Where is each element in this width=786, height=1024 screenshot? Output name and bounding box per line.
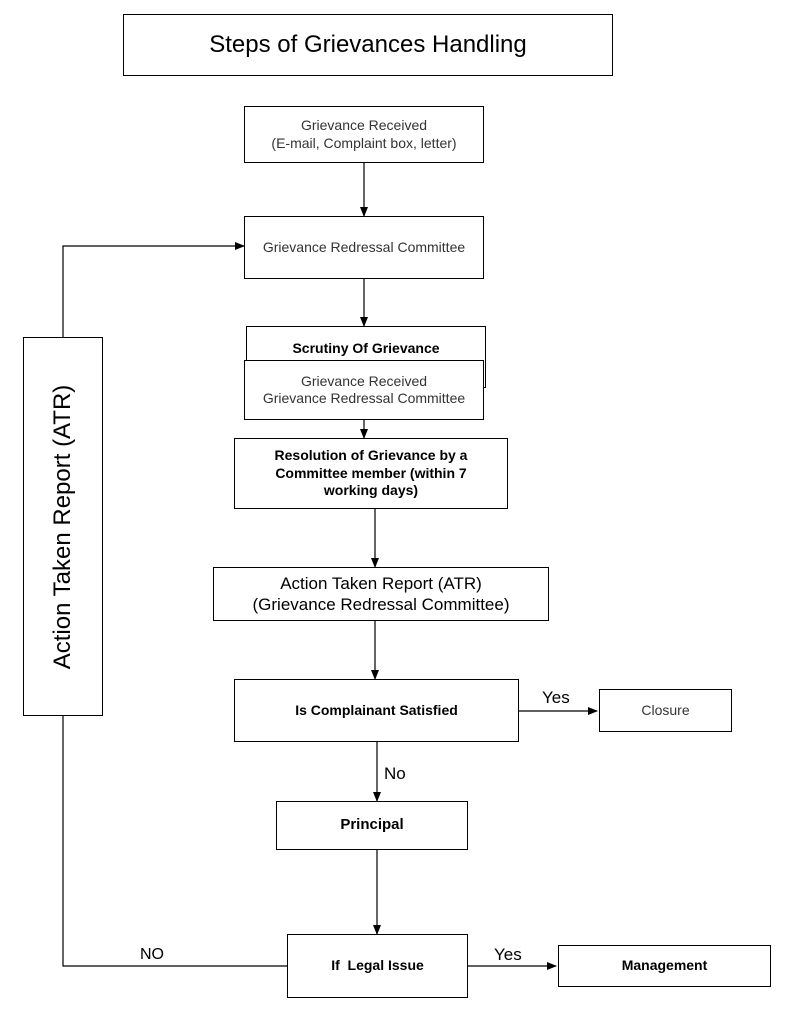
node-resolution-line3: working days): [323, 482, 419, 499]
node-atr-line1: Action Taken Report (ATR): [280, 573, 482, 593]
edge-label-satisfied-yes: Yes: [542, 688, 570, 707]
node-principal: Principal: [276, 801, 468, 850]
node-principal-label: Principal: [340, 816, 404, 834]
node-satisfied-label: Is Complainant Satisfied: [295, 701, 458, 718]
node-if-legal-issue: If Legal Issue: [287, 934, 468, 998]
node-management: Management: [558, 945, 771, 987]
edge-label-satisfied-no: No: [384, 764, 406, 783]
node-grievance-received-line2: (E-mail, Complaint box, letter): [271, 134, 457, 151]
node-scrutiny-overlay: Grievance Received Grievance Redressal C…: [244, 360, 484, 420]
node-closure: Closure: [599, 689, 732, 732]
node-management-label: Management: [621, 957, 708, 974]
node-atr-line2: (Grievance Redressal Committee): [252, 595, 510, 614]
line-legal-no-to-atr-side: [62, 716, 287, 967]
node-action-taken-report: Action Taken Report (ATR) (Grievance Red…: [213, 567, 549, 621]
node-legal-label: If Legal Issue: [331, 957, 424, 974]
node-resolution-line1: Resolution of Grievance by a: [274, 447, 468, 464]
arrow-atr-side-to-committee: [62, 242, 245, 337]
node-scrutiny-overlay-line1: Grievance Received: [300, 372, 428, 389]
node-grievance-redressal-committee: Grievance Redressal Committee: [244, 216, 484, 279]
node-resolution-of-grievance: Resolution of Grievance by a Committee m…: [234, 438, 508, 509]
node-closure-label: Closure: [641, 701, 690, 718]
node-scrutiny-overlay-line2: Grievance Redressal Committee: [262, 390, 466, 406]
diagram-title: Steps of Grievances Handling: [123, 14, 613, 76]
node-committee-label: Grievance Redressal Committee: [262, 238, 466, 255]
node-resolution-line2: Committee member (within 7: [275, 464, 467, 481]
node-grievance-received: Grievance Received (E-mail, Complaint bo…: [244, 106, 484, 163]
edge-label-legal-no: NO: [140, 946, 164, 963]
edge-label-legal-yes: Yes: [494, 945, 522, 964]
node-atr-side-label: Action Taken Report (ATR): [49, 384, 76, 669]
node-is-complainant-satisfied: Is Complainant Satisfied: [234, 679, 519, 742]
node-grievance-received-line1: Grievance Received: [300, 117, 428, 133]
title-text: Steps of Grievances Handling: [209, 31, 527, 58]
node-action-taken-report-side: Action Taken Report (ATR): [23, 337, 103, 716]
node-scrutiny-label: Scrutiny Of Grievance: [292, 340, 440, 356]
